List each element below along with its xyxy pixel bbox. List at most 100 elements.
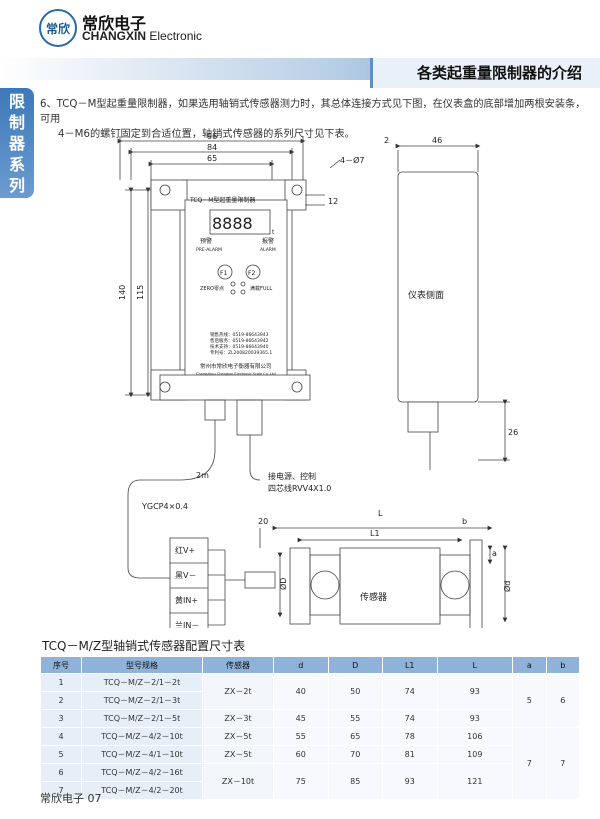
cell-index: 2 <box>40 691 82 710</box>
contact-line: 销售热线：0519-86643943 <box>210 331 269 338</box>
dim-115: 115 <box>136 285 145 300</box>
logo-text: 常欣 <box>45 21 70 36</box>
cell-b: 6 <box>545 673 581 728</box>
wire-label: 黑V－ <box>175 571 196 580</box>
cell-L1: 81 <box>382 745 438 764</box>
brand-name-cn: 常欣电子 <box>82 14 147 33</box>
cell-b: 7 <box>545 727 581 800</box>
banner-title-box <box>370 58 600 88</box>
cell-index: 7 <box>40 781 82 800</box>
table-row: 6 TCQ－M/Z－4/2－16t ZX－10t 75 85 93 121 <box>40 763 580 800</box>
wire-label: 黄IN+ <box>175 595 198 605</box>
dim-L: L <box>378 509 383 518</box>
table-title: TCQ－M/Z型轴销式传感器配置尺寸表 <box>42 639 246 653</box>
company-cn: 常州市常欣电子衡器有限公司 <box>200 362 272 370</box>
table-header-row: 序号 型号规格 传感器 d D L1 L a b <box>40 656 581 674</box>
cell-L: 109 <box>436 745 514 764</box>
cell-D: 70 <box>327 745 383 764</box>
col-header: D <box>327 656 383 674</box>
brand-en-bold: CHANGXIN <box>82 29 147 43</box>
dim-96: 96 <box>207 132 217 141</box>
cell-sensor: ZX－5t <box>202 745 274 764</box>
cell-L1: 74 <box>382 673 438 710</box>
cell-L: 121 <box>436 763 514 800</box>
brand-name-en: CHANGXIN Electronic <box>82 29 202 43</box>
alarm-cn: 报警 <box>262 237 274 245</box>
cell-d: 55 <box>273 727 329 746</box>
side-tab-char: 制 <box>8 112 25 132</box>
panel-title: TCQ－M型起重量限制器 <box>189 196 255 204</box>
col-header: b <box>545 656 581 674</box>
alarm-en: ALARM <box>260 247 276 253</box>
contact-line: 技术支持：0519-86643940 <box>210 343 269 350</box>
section-title: 各类起重量限制器的介绍 <box>416 64 582 82</box>
cell-d: 40 <box>273 673 329 710</box>
cell-L1: 78 <box>382 727 438 746</box>
zero-label: ZERO零点 <box>200 286 224 292</box>
dim-a: a <box>492 549 497 558</box>
table-row: 5 TCQ－M/Z－4/1－10t ZX－5t 60 70 81 109 <box>40 745 580 764</box>
paragraph-line: 6、TCQ－M型起重量限制器，如果选用轴销式传感器测力时，其总体连接方式见下图，… <box>40 99 586 125</box>
cell-model: TCQ－M/Z－2/1－5t <box>81 709 203 728</box>
cell-L: 106 <box>436 727 514 746</box>
table-row: 2 TCQ－M/Z－2/1－3t <box>40 691 580 710</box>
cell-index: 6 <box>40 763 82 782</box>
cell-D: 50 <box>327 673 383 710</box>
intro-paragraph: 6、TCQ－M型起重量限制器，如果选用轴销式传感器测力时，其总体连接方式见下图，… <box>40 97 595 142</box>
cable-length: 2m <box>196 471 209 480</box>
cell-index: 5 <box>40 745 82 764</box>
cell-sensor: ZX－10t <box>202 763 274 800</box>
cell-L1: 93 <box>382 763 438 800</box>
side-tab-char: 器 <box>8 133 25 153</box>
dim-L1: L1 <box>370 529 380 538</box>
hole-label: 4－Ø7 <box>340 155 364 165</box>
dim-b: b <box>462 517 467 526</box>
side-tab: 限 制 器 系 列 <box>0 88 34 198</box>
wire-label: 红V+ <box>175 545 195 555</box>
cell-model: TCQ－M/Z－4/2－16t <box>81 763 203 782</box>
col-header: 传感器 <box>202 656 274 674</box>
cell-model: TCQ－M/Z－2/1－3t <box>81 691 203 710</box>
cell-L1: 74 <box>382 709 438 728</box>
page-footer: 常欣电子 07 <box>40 792 102 805</box>
dim-84: 84 <box>207 143 217 152</box>
side-tab-char: 限 <box>8 91 25 111</box>
col-header: L1 <box>382 656 438 674</box>
dim-65: 65 <box>207 154 217 163</box>
paragraph-line: 4－M6的螺钉固定到合适位置，轴销式传感器的系列尺寸见下表。 <box>58 129 355 140</box>
cell-sensor: ZX－5t <box>202 727 274 746</box>
cell-d: 75 <box>273 763 329 800</box>
pre-alarm-en: PRE-ALARM <box>196 247 222 253</box>
full-label: 满载FULL <box>250 285 272 292</box>
cell-model: TCQ－M/Z－4/2－10t <box>81 727 203 746</box>
col-header: L <box>436 656 514 674</box>
col-header: a <box>512 656 547 674</box>
cell-D: 65 <box>327 727 383 746</box>
cell-L: 93 <box>436 673 514 710</box>
sensor-label: 传感器 <box>360 591 387 603</box>
dim-2: 2 <box>384 136 389 145</box>
connection-diagram: 96 84 65 140 115 4－Ø7 12 2 46 26 TCQ－M型起… <box>117 132 518 628</box>
dim-d: Ød <box>502 581 512 592</box>
cable-spec: YGCP4×0.4 <box>141 502 188 511</box>
table-row: 1 TCQ－M/Z－2/1－2t ZX－2t 40 50 74 93 5 6 <box>40 673 581 728</box>
dim-D: ØD <box>278 578 288 590</box>
cell-d: 60 <box>273 745 329 764</box>
dim-20: 20 <box>258 517 268 526</box>
power-label-2: 四芯线RVV4X1.0 <box>268 483 331 493</box>
brand-en-rest: Electronic <box>146 29 203 43</box>
cell-a: 5 <box>512 673 547 728</box>
wire-label: 兰IN－ <box>175 620 199 628</box>
company-logo: 常欣 <box>39 9 77 47</box>
power-label-1: 接电源、控制 <box>268 471 316 481</box>
pre-alarm-cn: 预警 <box>200 237 212 245</box>
digit-display: 8888 <box>212 214 253 233</box>
table-row: 3 TCQ－M/Z－2/1－5t ZX－3t 45 55 74 93 <box>40 709 580 728</box>
cell-D: 55 <box>327 709 383 728</box>
company-en: Changzhou Changxin Electronic Scale Co.,… <box>196 372 276 376</box>
contact-line: 专利号：ZL200820039365.1 <box>210 349 272 356</box>
cell-index: 4 <box>40 727 82 746</box>
table-row: 7 TCQ－M/Z－4/2－20t <box>40 781 580 800</box>
cell-d: 45 <box>273 709 329 728</box>
unit-label: t <box>272 229 275 236</box>
